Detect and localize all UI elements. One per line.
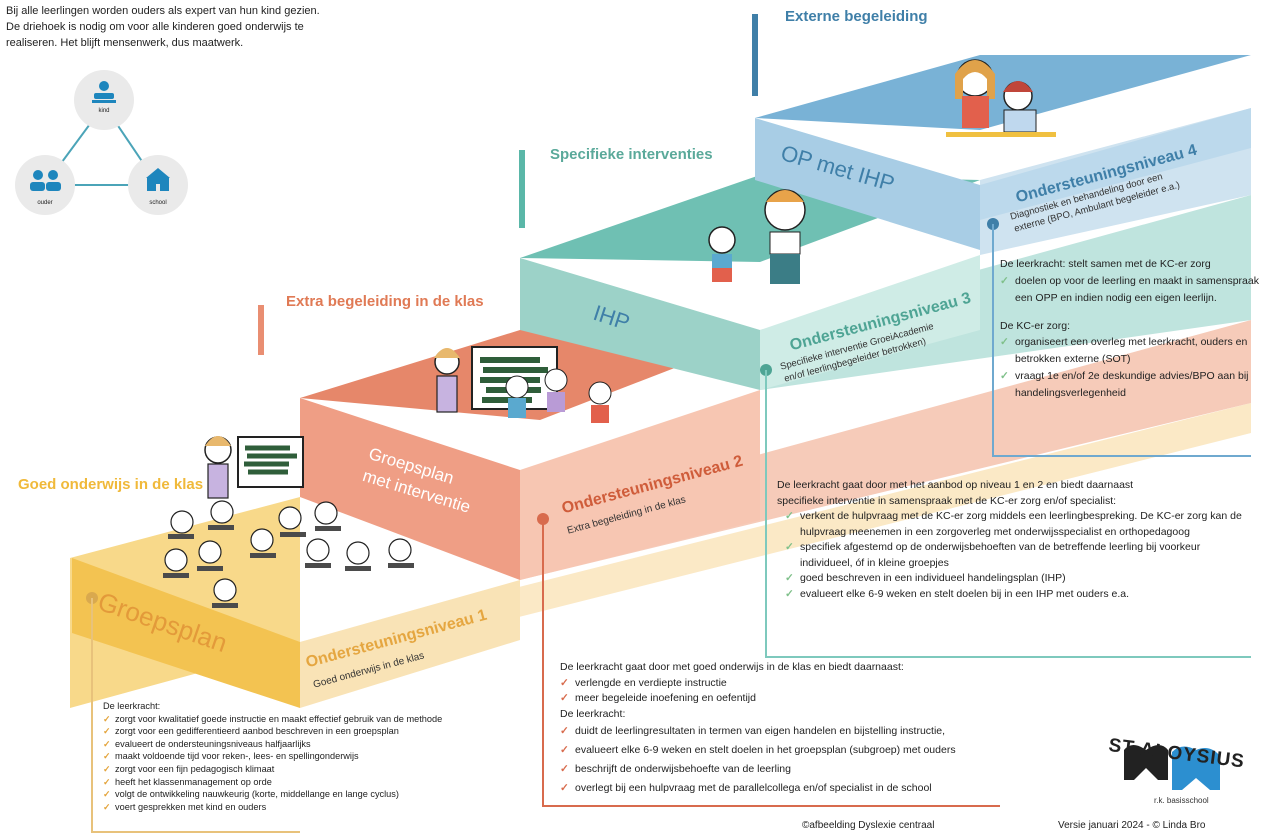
triangle-label-school: school — [149, 200, 167, 206]
student-icon — [92, 81, 116, 103]
triangle-label-kind: kind — [98, 108, 110, 114]
connector-line-1 — [91, 598, 300, 833]
header-level-2: Extra begeleiding in de klas — [286, 293, 484, 310]
reading-illustration — [946, 59, 1056, 137]
intro-text: Bij alle leerlingen worden ouders als ex… — [6, 3, 426, 51]
level-1-item: zorgt voor een fijn pedagogisch klimaat — [103, 763, 543, 776]
level-3-item: specifiek afgestemd op de onderwijsbehoe… — [785, 540, 1247, 571]
level-2-side-face — [520, 390, 760, 580]
level-1-front-face — [72, 558, 300, 708]
level-4-item: organiseert een overleg met leerkracht, … — [1000, 334, 1260, 368]
level-1-item: maakt voldoende tijd voor reken-, lees- … — [103, 750, 543, 763]
header-level-3: Specifieke interventies — [550, 146, 713, 163]
intro-line-2: De driehoek is nodig om voor alle kinder… — [6, 21, 304, 33]
connector-line-4 — [992, 224, 1251, 457]
level-1-intro: De leerkracht: — [103, 701, 161, 711]
level-4-top-face — [755, 55, 1251, 130]
level-1-item: zorgt voor een gedifferentieerd aanbod b… — [103, 725, 543, 738]
level-1-item: zorgt voor kwalitatief goede instructie … — [103, 713, 543, 726]
level-2-item: duidt de leerlingresultaten in termen va… — [560, 722, 1100, 741]
small-group-illustration — [434, 346, 612, 423]
level-2-front-face — [300, 398, 520, 580]
level-3-side-face — [760, 255, 980, 390]
level-1-side-face — [300, 580, 520, 708]
marker-level-3 — [519, 150, 525, 228]
level-3-intro-b: specifieke interventie in samenspraak me… — [777, 494, 1117, 507]
level-1-back-slab — [300, 403, 1251, 672]
level-4-description: De leerkracht: stelt samen met de KC-er … — [1000, 257, 1260, 402]
level-1-description: De leerkracht: zorgt voor kwalitatief go… — [103, 700, 543, 813]
level-1-item: evalueert de ondersteuningsniveaus halfj… — [103, 738, 543, 751]
connector-line-2 — [542, 519, 1000, 807]
level-2-item: beschrijft de onderwijsbehoefte van de l… — [560, 760, 1100, 779]
header-level-1: Goed onderwijs in de klas — [18, 476, 204, 493]
level-1-item: heeft het klassenmanagement op orde — [103, 776, 543, 789]
school-logo-sub: r.k. basisschool — [1154, 796, 1209, 805]
school-logo-mark — [1124, 745, 1220, 790]
classroom-illustration — [163, 436, 414, 608]
footer-version: Versie januari 2024 - © Linda Bro — [1058, 820, 1206, 831]
level-2-intro: De leerkracht gaat door met goed onderwi… — [560, 661, 904, 673]
marker-level-4 — [752, 14, 758, 96]
level-2-item: meer begeleide inoefening en oefentijd — [560, 691, 1100, 707]
level-2-description: De leerkracht gaat door met goed onderwi… — [560, 660, 1100, 798]
marker-level-2 — [258, 305, 264, 355]
school-building-icon — [146, 168, 170, 191]
connector-line-3 — [765, 370, 1251, 658]
level-1-item: voert gesprekken met kind en ouders — [103, 801, 543, 814]
level-3-item: goed beschreven in een individueel hande… — [785, 571, 1247, 587]
level-3-item: verkent de hulpvraag met de KC-er zorg m… — [785, 509, 1247, 540]
level-2-intro-b: De leerkracht: — [560, 707, 626, 720]
level-2-item: overlegt bij een hulpvraag met de parall… — [560, 779, 1100, 798]
pair-illustration — [708, 189, 806, 284]
level-3-front-face — [520, 258, 760, 390]
level-3-item: evalueert elke 6-9 weken en stelt doelen… — [785, 587, 1247, 603]
level-4-intro-b: De KC-er zorg: — [1000, 319, 1071, 332]
triangle-label-ouder: ouder — [37, 200, 53, 206]
level-4-item: doelen op voor de leerling en maakt in s… — [1000, 273, 1260, 307]
intro-line-1: Bij alle leerlingen worden ouders als ex… — [6, 5, 320, 17]
level-2-item: verlengde en verdiepte instructie — [560, 676, 1100, 692]
header-level-4: Externe begeleiding — [785, 8, 928, 25]
level-4-side-face — [980, 108, 1251, 220]
level-3-intro-a: De leerkracht gaat door met het aanbod o… — [777, 479, 1134, 491]
intro-line-3: realiseren. Het blijft mensenwerk, dus m… — [6, 37, 244, 49]
level-4-intro: De leerkracht: stelt samen met de KC-er … — [1000, 258, 1211, 270]
level-2-item: evalueert elke 6-9 weken en stelt doelen… — [560, 741, 1100, 760]
level-4-front-face — [755, 118, 980, 250]
level-4-item: vraagt 1e en/of 2e deskundige advies/BPO… — [1000, 368, 1260, 402]
footer-credit: ©afbeelding Dyslexie centraal — [802, 820, 935, 831]
level-3-description: De leerkracht gaat door met het aanbod o… — [777, 478, 1247, 602]
level-1-item: volgt de ontwikkeling nauwkeurig (korte,… — [103, 788, 543, 801]
parents-icon — [30, 170, 61, 191]
